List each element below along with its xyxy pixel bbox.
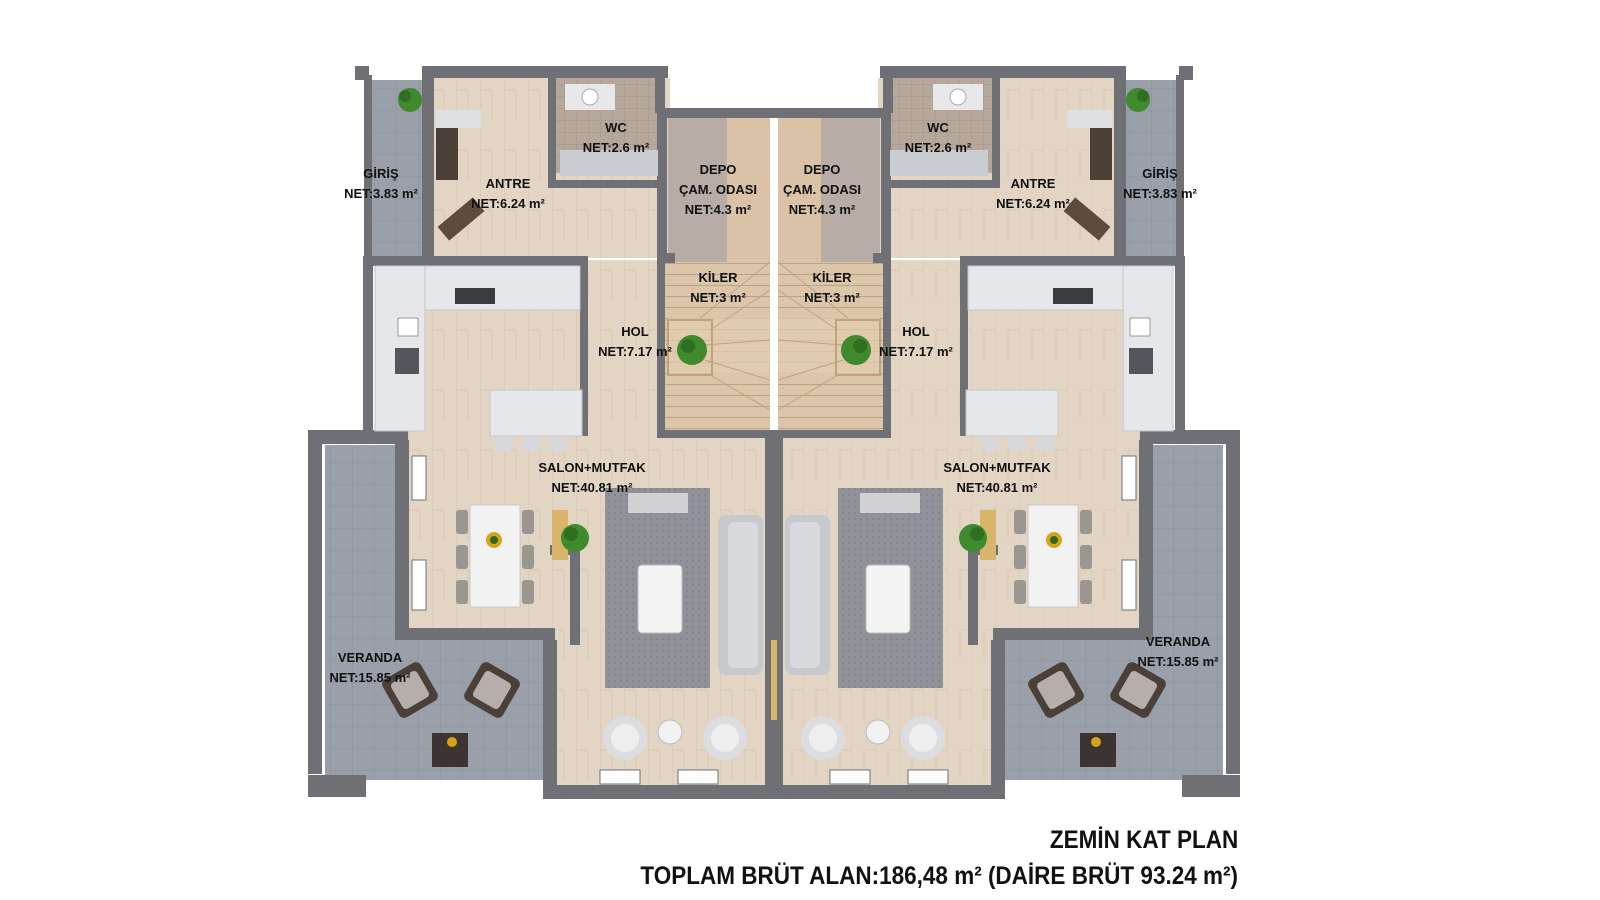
wc-name-left: WC [605,120,627,135]
depo-area-right: NET:4.3 m² [789,202,856,217]
wc-name-right: WC [927,120,949,135]
giris-name-left: GİRİŞ [363,166,399,181]
hol-area-right: NET:7.17 m² [879,344,953,359]
antre-area-left: NET:6.24 m² [471,196,545,211]
plan-title: ZEMİN KAT PLAN [1049,826,1238,854]
kiler-area-left: NET:3 m² [690,290,746,305]
salon-name-right: SALON+MUTFAK [943,460,1051,475]
hol-area-left: NET:7.17 m² [598,344,672,359]
wc-area-right: NET:2.6 m² [905,140,972,155]
salon-area-right: NET:40.81 m² [957,480,1039,495]
salon-area-left: NET:40.81 m² [552,480,634,495]
giris-area-right: NET:3.83 m² [1123,186,1197,201]
hol-name-right: HOL [902,324,930,339]
center-door [771,640,777,720]
depo-name-right: DEPO [804,162,841,177]
depo-name-left: DEPO [700,162,737,177]
giris-area-left: NET:3.83 m² [344,186,418,201]
depo-area-left: NET:4.3 m² [685,202,752,217]
salon-name-left: SALON+MUTFAK [538,460,646,475]
veranda-area-left: NET:15.85 m² [330,670,412,685]
labels-right: GİRİŞ NET:3.83 m² ANTRE NET:6.24 m² WC N… [783,120,1219,669]
depo-sub-left: ÇAM. ODASI [679,182,757,197]
veranda-name-right: VERANDA [1146,634,1211,649]
giris-name-right: GİRİŞ [1142,166,1178,181]
antre-area-right: NET:6.24 m² [996,196,1070,211]
kiler-name-left: KİLER [699,270,739,285]
veranda-name-left: VERANDA [338,650,403,665]
veranda-area-right: NET:15.85 m² [1138,654,1220,669]
hol-name-left: HOL [621,324,649,339]
labels-left: GİRİŞ NET:3.83 m² ANTRE NET:6.24 m² WC N… [330,120,757,685]
wc-area-left: NET:2.6 m² [583,140,650,155]
total-area: TOPLAM BRÜT ALAN:186,48 m² (DAİRE BRÜT 9… [640,862,1238,890]
kiler-name-right: KİLER [813,270,853,285]
kiler-area-right: NET:3 m² [804,290,860,305]
antre-name-right: ANTRE [1011,176,1056,191]
depo-sub-right: ÇAM. ODASI [783,182,861,197]
antre-name-left: ANTRE [486,176,531,191]
